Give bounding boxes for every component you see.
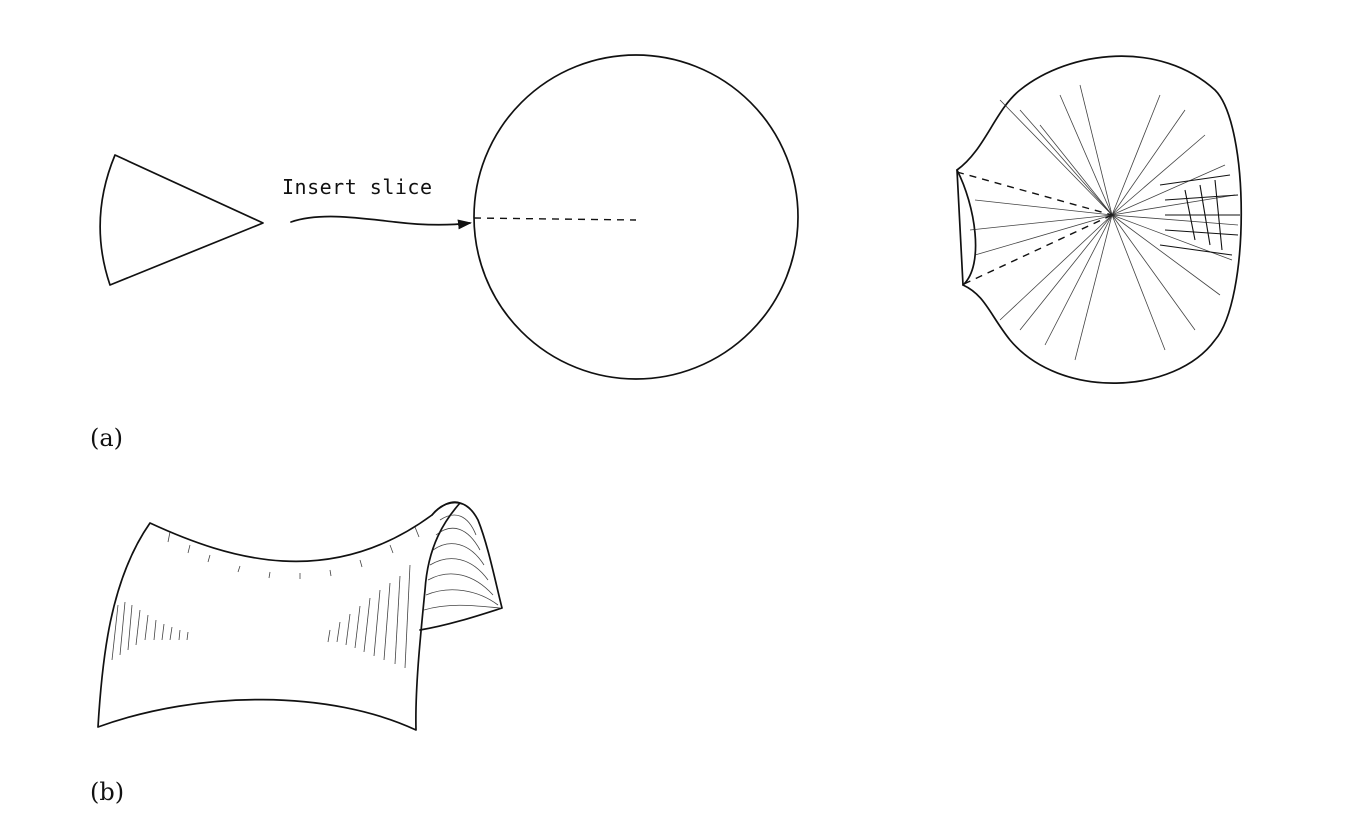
insert-slice-label: Insert slice bbox=[282, 175, 433, 199]
saddle-disc bbox=[956, 55, 1243, 384]
saddle-seam-upper bbox=[956, 171, 1113, 216]
panel-a: Insert slice bbox=[90, 54, 1243, 452]
wedge-slice bbox=[99, 154, 264, 286]
panel-a-label: (a) bbox=[90, 424, 123, 452]
flat-disc bbox=[473, 54, 799, 380]
panel-b: (b) bbox=[90, 501, 503, 806]
insert-arrow bbox=[290, 215, 472, 230]
sheet-front bbox=[97, 501, 461, 731]
saddle-disc-outline bbox=[956, 55, 1243, 384]
cut-line bbox=[473, 217, 637, 221]
panel-b-label: (b) bbox=[90, 778, 124, 806]
sheet-back-flap bbox=[419, 501, 503, 631]
saddle-seam-lower bbox=[963, 214, 1113, 285]
sheet-shading bbox=[111, 514, 501, 669]
curved-sheet bbox=[97, 501, 503, 731]
saddle-disc-shading bbox=[969, 84, 1240, 361]
saddle-fold bbox=[956, 169, 964, 286]
